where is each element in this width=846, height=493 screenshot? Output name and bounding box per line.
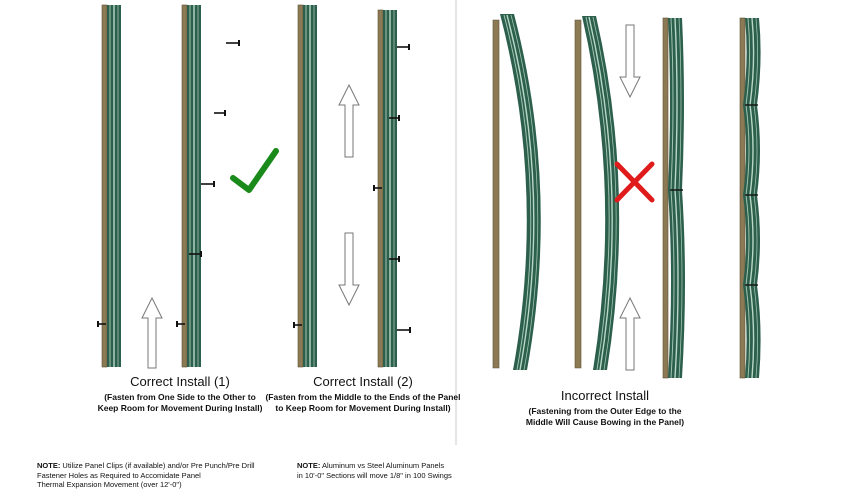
arrow-down-icon [338, 232, 360, 307]
subtitle-line-2: to Keep Room for Movement During Install… [275, 403, 451, 413]
caption-correct-install-2: Correct Install (2) (Fasten from the Mid… [243, 374, 483, 414]
caption-correct-install-1: Correct Install (1) (Fasten from One Sid… [60, 374, 300, 414]
bowed-panel-i1 [492, 14, 541, 371]
note-line-3: Thermal Expansion Movement (over 12'-0") [37, 480, 182, 489]
arrow-up-icon [338, 83, 360, 158]
note-label: NOTE: [37, 461, 61, 470]
screw-icon [373, 185, 382, 191]
arrow-up-icon [141, 296, 163, 369]
wavy-panel-i3 [662, 17, 685, 379]
screw-icon [189, 251, 202, 257]
cross-icon [614, 161, 655, 203]
panel-assembly-c2a [297, 4, 317, 368]
subtitle-correct-install-1: (Fasten from One Side to the Other to Ke… [60, 392, 300, 414]
title-correct-install-2: Correct Install (2) [313, 374, 413, 389]
subtitle-line-2: Middle Will Cause Bowing in the Panel) [525, 417, 685, 427]
note-line-1: NOTE: Aluminum vs Steel Aluminum Panels [297, 461, 537, 471]
note-line-2: Fastener Holes as Required to Accomidate… [37, 470, 201, 480]
panel-assembly-c1a [101, 4, 121, 368]
note-line-1: NOTE: Utilize Panel Clips (if available)… [37, 461, 297, 471]
subtitle-incorrect-install: (Fastening from the Outer Edge to the Mi… [490, 406, 720, 428]
check-icon [230, 148, 279, 193]
screw-icon [397, 44, 410, 50]
bowed-panel-i2 [574, 16, 620, 371]
note-text: Utilize Panel Clips (if available) and/o… [60, 461, 255, 470]
caption-incorrect-install: Incorrect Install (Fastening from the Ou… [490, 388, 720, 428]
arrow-up-icon [619, 296, 641, 371]
screw-icon [176, 321, 185, 327]
subtitle-line-1: (Fasten from the Middle to the Ends of t… [265, 392, 461, 402]
panel-assembly-c1b [181, 4, 201, 368]
screw-icon [214, 110, 226, 116]
note-line-2: in 10'-0" Sections will move 1/8" in 100… [297, 470, 452, 480]
note-label: NOTE: [297, 461, 321, 470]
screw-icon [389, 115, 400, 121]
wavy-panel-i4 [739, 17, 761, 379]
screw-icon [226, 40, 240, 46]
note-text: Aluminum vs Steel Aluminum Panels [320, 461, 445, 470]
screw-icon [201, 181, 215, 187]
subtitle-correct-install-2: (Fasten from the Middle to the Ends of t… [243, 392, 483, 414]
title-correct-install-1: Correct Install (1) [130, 374, 230, 389]
subtitle-line-1: (Fasten from One Side to the Other to [104, 392, 256, 402]
arrow-down-icon [619, 24, 641, 99]
title-incorrect-install: Incorrect Install [560, 388, 650, 403]
screw-icon [389, 256, 400, 262]
subtitle-line-1: (Fastening from the Outer Edge to the [528, 406, 682, 416]
note-panel-clips: NOTE: Utilize Panel Clips (if available)… [37, 461, 297, 490]
screw-icon [97, 321, 106, 327]
subtitle-line-2: Keep Room for Movement During Install) [97, 403, 263, 413]
note-aluminum-movement: NOTE: Aluminum vs Steel Aluminum Panels … [297, 461, 537, 480]
screw-icon [293, 322, 302, 328]
screw-icon [397, 327, 411, 333]
